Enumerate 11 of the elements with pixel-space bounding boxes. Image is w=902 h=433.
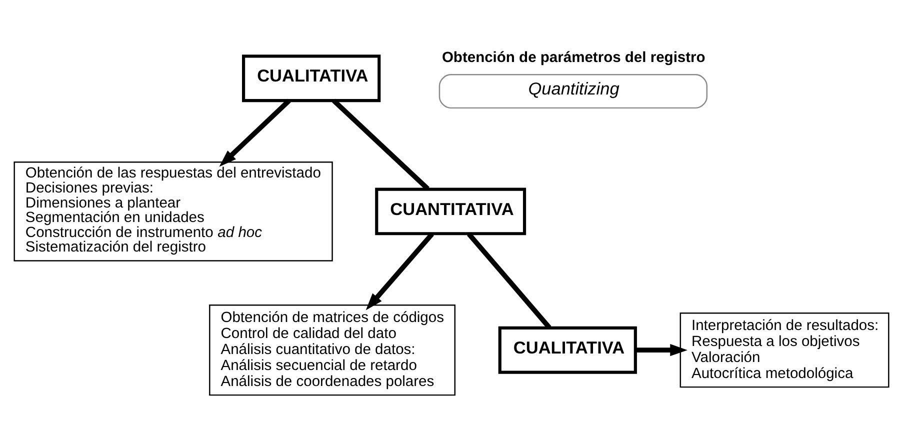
node-box: CUANTITATIVA — [374, 187, 526, 235]
node-box: Obtención de matrices de códigos Control de calidad del dato Análisis cuantitativo de datos: Análisis secuencial de retardo Análisis de coordenades polares — [208, 304, 455, 396]
node-box: CUALITATIVA — [242, 54, 380, 102]
node-label: Obtención de parámetros del registro — [441, 49, 705, 66]
node-box: CUALITATIVA — [498, 326, 636, 374]
arrow — [218, 98, 290, 166]
node-box: Quantitizing — [438, 74, 708, 108]
node-box: Interpretación de resultados: Respuesta a los objetivos Valoración Autocrítica metodológica — [679, 312, 889, 388]
node-box: Obtención de las respuestas del entrevistado Decisiones previas: Dimensiones a plantear Segmentación en unidades Construcción de instrumento ad hoc Sistematización del registro — [13, 161, 332, 261]
connector — [332, 98, 429, 190]
arrow — [635, 344, 687, 356]
